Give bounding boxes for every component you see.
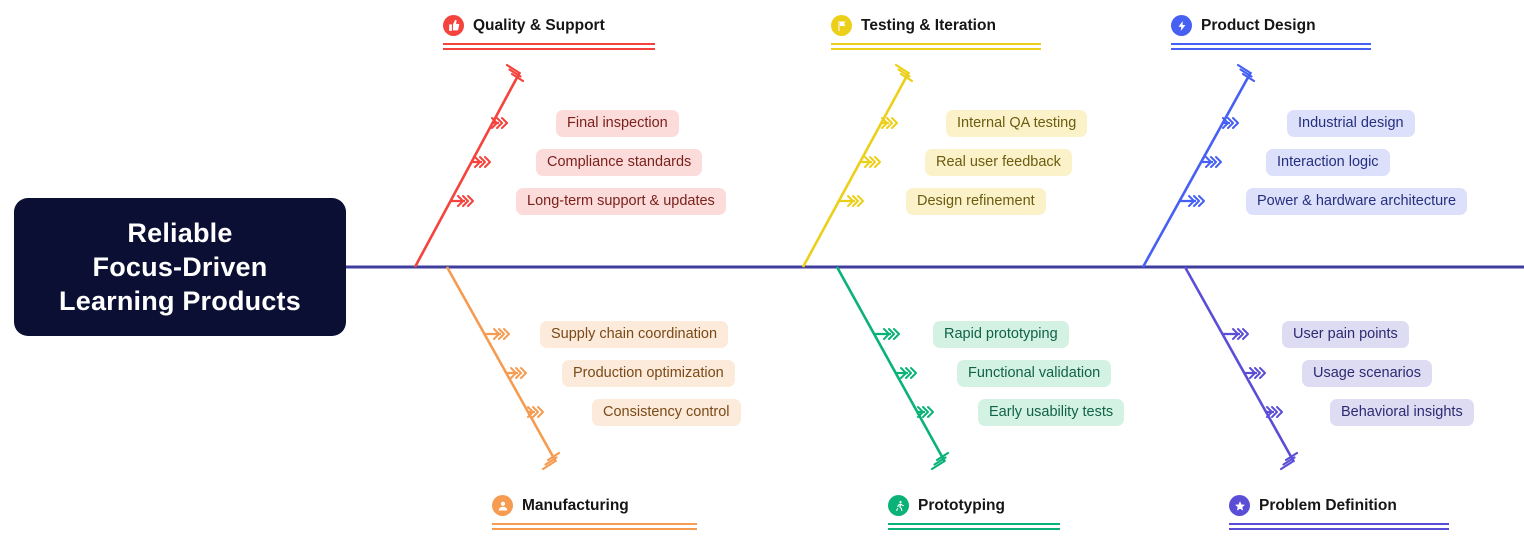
cause-pill[interactable]: Rapid prototyping — [933, 321, 1069, 348]
cause-pill[interactable]: Usage scenarios — [1302, 360, 1432, 387]
user-icon — [492, 495, 513, 516]
branch-manufacturing — [445, 266, 561, 471]
cause-pill[interactable]: User pain points — [1282, 321, 1409, 348]
cause-pill[interactable]: Industrial design — [1287, 110, 1415, 137]
branch-prototyping — [835, 266, 950, 471]
flag-icon — [831, 15, 852, 36]
cause-pill[interactable]: Final inspection — [556, 110, 679, 137]
branch-problem-definition — [1183, 266, 1299, 471]
cause-pill[interactable]: Compliance standards — [536, 149, 703, 176]
cause-pill[interactable]: Real user feedback — [925, 149, 1072, 176]
category-header-problem-definition[interactable]: Problem Definition — [1229, 495, 1449, 530]
running-person-icon — [888, 495, 909, 516]
branch-product-design — [1141, 63, 1256, 268]
bone-quality-support — [413, 71, 522, 268]
category-underline — [831, 43, 1041, 50]
fishbone-head-box: Reliable Focus-Driven Learning Products — [14, 198, 346, 336]
branch-testing-iteration — [801, 63, 914, 268]
cause-pill[interactable]: Interaction logic — [1266, 149, 1390, 176]
category-header-product-design[interactable]: Product Design — [1171, 15, 1371, 50]
bone-problem-definition — [1183, 266, 1296, 463]
category-label: Testing & Iteration — [861, 16, 996, 34]
bone-prototyping — [835, 266, 947, 463]
cause-pill[interactable]: Internal QA testing — [946, 110, 1088, 137]
branch-quality-support — [413, 63, 525, 268]
category-underline — [888, 523, 1060, 530]
category-underline — [443, 43, 655, 50]
category-label: Problem Definition — [1259, 496, 1397, 514]
cause-pill[interactable]: Long-term support & updates — [516, 188, 726, 215]
cause-pill[interactable]: Functional validation — [957, 360, 1112, 387]
cause-pill[interactable]: Power & hardware architecture — [1246, 188, 1468, 215]
cause-pill[interactable]: Consistency control — [592, 399, 741, 426]
category-label: Product Design — [1201, 16, 1316, 34]
category-underline — [1171, 43, 1371, 50]
category-header-quality-support[interactable]: Quality & Support — [443, 15, 655, 50]
cause-pill[interactable]: Early usability tests — [978, 399, 1125, 426]
bone-testing-iteration — [801, 71, 911, 268]
category-label: Quality & Support — [473, 16, 605, 34]
bone-product-design — [1141, 71, 1253, 268]
category-label: Manufacturing — [522, 496, 629, 514]
category-header-prototyping[interactable]: Prototyping — [888, 495, 1060, 530]
thumbs-up-icon — [443, 15, 464, 36]
category-header-manufacturing[interactable]: Manufacturing — [492, 495, 697, 530]
cause-pill[interactable]: Supply chain coordination — [540, 321, 729, 348]
fishbone-head-text: Reliable Focus-Driven Learning Products — [59, 217, 301, 316]
category-label: Prototyping — [918, 496, 1005, 514]
cause-pill[interactable]: Production optimization — [562, 360, 735, 387]
cause-pill[interactable]: Behavioral insights — [1330, 399, 1474, 426]
cause-pill[interactable]: Design refinement — [906, 188, 1046, 215]
category-underline — [1229, 523, 1449, 530]
star-icon — [1229, 495, 1250, 516]
bone-manufacturing — [445, 266, 558, 463]
lightning-bolt-icon — [1171, 15, 1192, 36]
category-underline — [492, 523, 697, 530]
category-header-testing-iteration[interactable]: Testing & Iteration — [831, 15, 1041, 50]
